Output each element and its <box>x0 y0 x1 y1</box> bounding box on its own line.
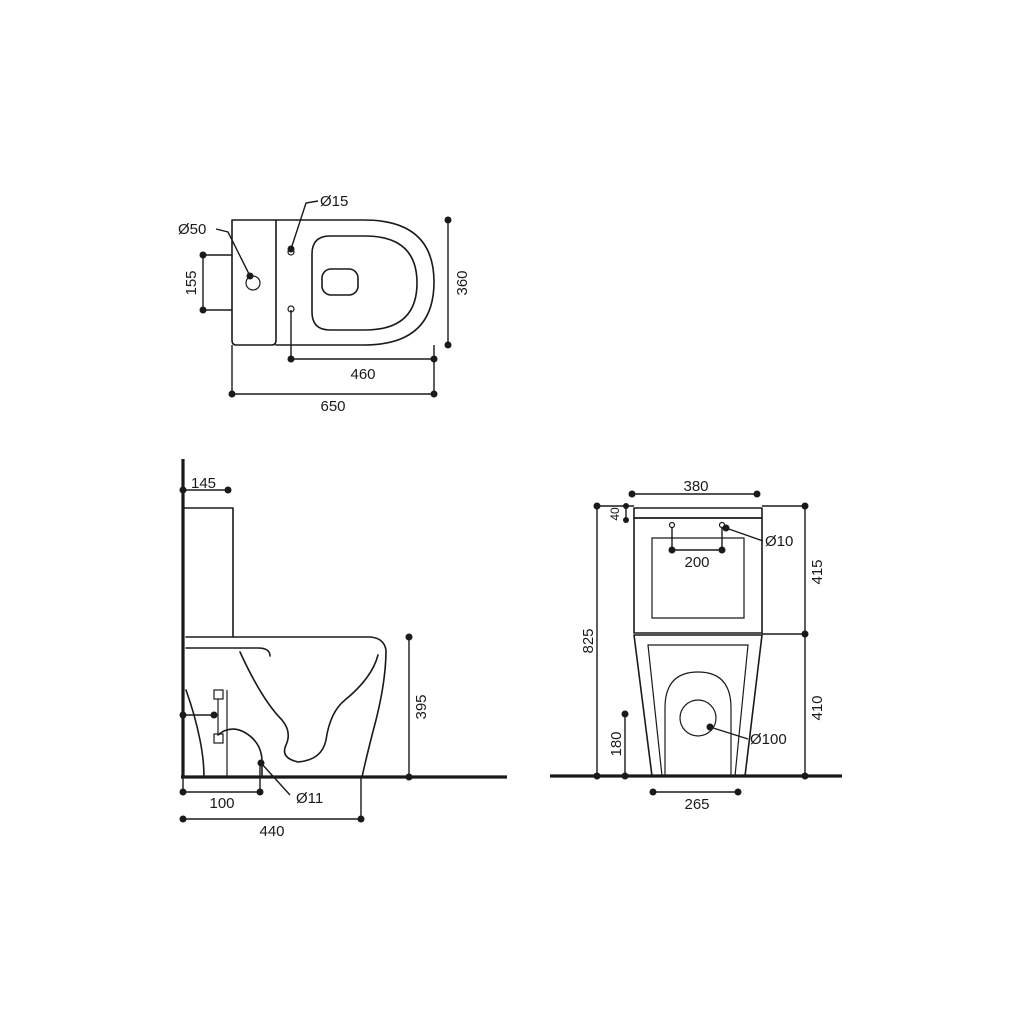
dim-145-dot-2 <box>224 486 232 494</box>
label-100: 100 <box>209 795 234 812</box>
front-pedestal <box>633 634 763 777</box>
dim-415-dot-1 <box>801 502 809 510</box>
leader-dia50 <box>215 228 251 277</box>
top-drain <box>321 268 359 296</box>
label-180: 180 <box>608 731 625 756</box>
label-dia15: Ø15 <box>320 193 348 210</box>
dim-440-dot-2 <box>357 815 365 823</box>
leader-dia15 <box>290 200 319 250</box>
dim-180-dot-2 <box>621 772 629 780</box>
dim-200-dot-2 <box>718 546 726 554</box>
side-view: 145 395 100 Ø11 440 <box>179 459 507 840</box>
dim-440-dot-1 <box>179 815 187 823</box>
dim-395-dot-1 <box>405 633 413 641</box>
label-dia10: Ø10 <box>765 533 793 550</box>
front-view: 380 40 Ø10 200 415 825 410 180 Ø100 265 <box>550 478 842 813</box>
top-bowl-opening <box>311 235 418 331</box>
dim-360-dot-2 <box>444 341 452 349</box>
leader-dia15-dot <box>287 245 295 253</box>
dim-380-dot-1 <box>628 490 636 498</box>
top-bowl-outline <box>275 219 435 346</box>
front-lid <box>633 507 763 519</box>
leader-dia11 <box>260 762 291 796</box>
dim-360-dot-1 <box>444 216 452 224</box>
dim-100-dot-2 <box>256 788 264 796</box>
label-dia50: Ø50 <box>178 221 206 238</box>
leader-dia10 <box>725 527 764 542</box>
dim-40-dot-2 <box>623 517 629 523</box>
leader-dia100 <box>709 726 749 740</box>
label-440: 440 <box>259 823 284 840</box>
front-cistern <box>633 517 763 634</box>
label-410: 410 <box>809 695 826 720</box>
label-415: 415 <box>809 559 826 584</box>
dim-380-dot-2 <box>753 490 761 498</box>
dim-155-dot-1 <box>199 251 207 259</box>
dim-415-dot-2 <box>801 630 809 638</box>
dim-100-dot-1 <box>179 788 187 796</box>
label-380: 380 <box>683 478 708 495</box>
front-outlet-arch <box>664 671 732 776</box>
top-view: Ø50 Ø15 155 360 460 650 <box>178 193 471 415</box>
dim-650-dot-2 <box>430 390 438 398</box>
label-145: 145 <box>191 475 216 492</box>
label-155: 155 <box>183 270 200 295</box>
label-200: 200 <box>684 554 709 571</box>
dim-825-dot-1 <box>593 502 601 510</box>
dim-145-dot-1 <box>179 486 187 494</box>
side-trap-inner <box>217 728 263 776</box>
dim-155-dot-2 <box>199 306 207 314</box>
side-trapway <box>239 651 379 763</box>
top-tank-outline <box>231 219 277 346</box>
dim-395-dot-2 <box>405 773 413 781</box>
leader-dia100-dot <box>706 723 714 731</box>
label-460: 460 <box>350 366 375 383</box>
label-265: 265 <box>684 796 709 813</box>
dim-460-dot-1 <box>287 355 295 363</box>
label-dia11: Ø11 <box>296 790 323 807</box>
side-seat-top <box>185 647 271 657</box>
dim-265-dot-2 <box>734 788 742 796</box>
front-button-1 <box>668 521 676 529</box>
front-outlet-circle <box>679 699 717 737</box>
dim-180-dot-1 <box>621 710 629 718</box>
leader-dia11-dot <box>257 759 265 767</box>
side-bowl-outline <box>185 636 387 778</box>
side-fix-dot-2 <box>210 711 218 719</box>
front-pedestal-inner <box>647 644 749 777</box>
dim-265-dot-1 <box>649 788 657 796</box>
label-40: 40 <box>608 507 622 521</box>
side-base-left <box>185 689 205 778</box>
label-650: 650 <box>320 398 345 415</box>
dim-825-dot-2 <box>593 772 601 780</box>
side-cistern <box>182 507 234 638</box>
dim-200-dot-1 <box>668 546 676 554</box>
dim-650-dot-1 <box>228 390 236 398</box>
front-cistern-inner <box>651 537 745 619</box>
leader-dia10-dot <box>722 524 730 532</box>
side-pipe-1 <box>213 689 224 700</box>
label-360: 360 <box>454 270 471 295</box>
label-825: 825 <box>580 628 597 653</box>
dim-410-dot-2 <box>801 772 809 780</box>
label-dia100: Ø100 <box>750 731 787 748</box>
leader-dia50-dot <box>246 272 254 280</box>
label-395: 395 <box>413 694 430 719</box>
dim-460-dot-2 <box>430 355 438 363</box>
